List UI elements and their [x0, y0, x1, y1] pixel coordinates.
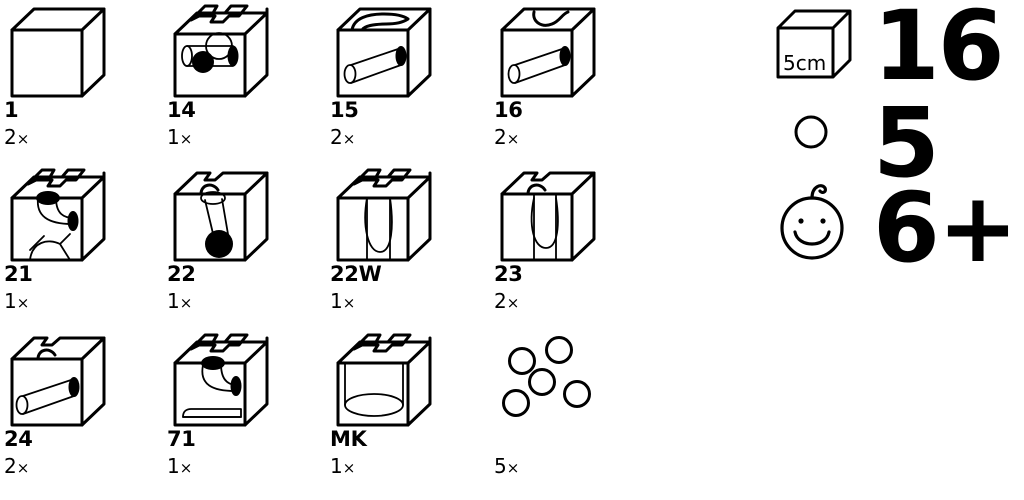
part-cell-22[interactable]: 22 1×	[163, 168, 326, 333]
part-number: 22W	[330, 262, 382, 286]
part-cell-14[interactable]: 14 1×	[163, 4, 326, 169]
cube-23-icon	[490, 168, 610, 263]
part-count: 1×	[167, 291, 192, 311]
part-count: 2×	[494, 127, 519, 147]
summary-panel: 5cm 16 5	[765, 0, 1024, 290]
part-cell-balls[interactable]: 5×	[490, 333, 653, 498]
part-cell-21[interactable]: 21 1×	[0, 168, 163, 333]
part-count-suffix: ×	[342, 130, 356, 148]
part-number: 24	[4, 427, 33, 451]
cube-15-icon	[326, 4, 446, 99]
cube-21-icon	[0, 168, 120, 263]
part-number: 21	[4, 262, 33, 286]
marble-icon	[792, 113, 830, 155]
part-count-suffix: ×	[16, 130, 30, 148]
cube-24-icon	[0, 333, 120, 428]
cube-plain-icon	[0, 4, 120, 99]
part-number: 23	[494, 262, 523, 286]
cube-22w-icon	[326, 168, 446, 263]
cube-71-icon	[163, 333, 283, 428]
part-count: 2×	[4, 127, 29, 147]
part-cell-mk[interactable]: MK 1×	[326, 333, 489, 498]
cube-14-icon	[163, 4, 283, 99]
part-count: 1×	[167, 127, 192, 147]
part-number: 71	[167, 427, 196, 451]
part-count-suffix: ×	[16, 459, 30, 477]
cube-mk-icon	[326, 333, 446, 428]
part-count-value: 1	[330, 289, 343, 313]
part-count-value: 5	[494, 454, 507, 478]
part-count-suffix: ×	[506, 294, 520, 312]
part-count: 1×	[330, 456, 355, 476]
part-number: MK	[330, 427, 367, 451]
part-cell-22w[interactable]: 22W 1×	[326, 168, 489, 333]
part-count-value: 1	[330, 454, 343, 478]
part-count-value: 2	[330, 125, 343, 149]
part-number: 1	[4, 98, 19, 122]
part-count-value: 2	[494, 125, 507, 149]
part-count: 1×	[330, 291, 355, 311]
part-cell-1[interactable]: 1 2×	[0, 4, 163, 169]
cube-22-icon	[163, 168, 283, 263]
part-count-value: 1	[167, 289, 180, 313]
part-count-suffix: ×	[179, 459, 193, 477]
summary-cubes-value: 16	[873, 0, 1005, 102]
part-count-suffix: ×	[179, 294, 193, 312]
part-count-suffix: ×	[342, 294, 356, 312]
part-count-suffix: ×	[179, 130, 193, 148]
marble-cluster-icon	[490, 333, 610, 428]
part-cell-23[interactable]: 23 2×	[490, 168, 653, 333]
cube-5cm-icon: 5cm	[775, 8, 853, 84]
part-count: 1×	[167, 456, 192, 476]
smiley-face-icon	[775, 180, 851, 266]
part-count-suffix: ×	[506, 459, 520, 477]
cube-5cm-label: 5cm	[783, 51, 826, 75]
part-count: 1×	[4, 291, 29, 311]
part-count-suffix: ×	[342, 459, 356, 477]
cube-16-icon	[490, 4, 610, 99]
part-count-value: 1	[167, 454, 180, 478]
part-cell-24[interactable]: 24 2×	[0, 333, 163, 498]
part-count: 5×	[494, 456, 519, 476]
part-cell-71[interactable]: 71 1×	[163, 333, 326, 498]
part-count: 2×	[330, 127, 355, 147]
part-count-value: 1	[4, 289, 17, 313]
part-count-value: 2	[4, 454, 17, 478]
part-number: 22	[167, 262, 196, 286]
part-cell-15[interactable]: 15 2×	[326, 4, 489, 169]
summary-age-value: 6+	[873, 172, 1018, 284]
part-count-suffix: ×	[506, 130, 520, 148]
part-number: 15	[330, 98, 359, 122]
summary-balls-value: 5	[873, 87, 940, 199]
part-number: 14	[167, 98, 196, 122]
part-count-value: 2	[494, 289, 507, 313]
part-number: 16	[494, 98, 523, 122]
part-count-value: 1	[167, 125, 180, 149]
part-count-value: 2	[4, 125, 17, 149]
part-cell-16[interactable]: 16 2×	[490, 4, 653, 169]
part-count: 2×	[494, 291, 519, 311]
part-count-suffix: ×	[16, 294, 30, 312]
part-count: 2×	[4, 456, 29, 476]
